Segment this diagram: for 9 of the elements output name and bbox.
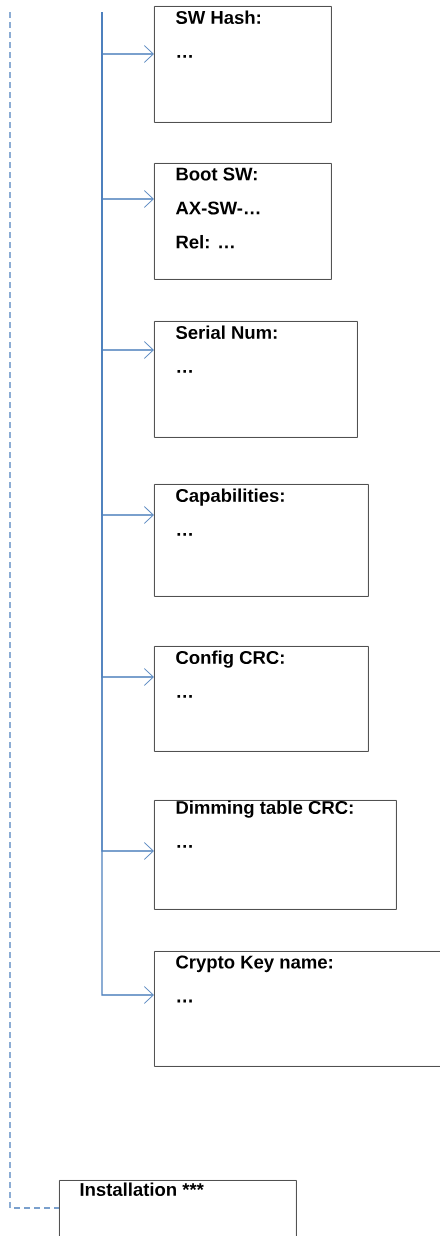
field-box: Boot SW: AX-SW-… Rel: … bbox=[154, 163, 332, 280]
field-box: SW Hash: … bbox=[154, 6, 332, 123]
installation-box: Installation *** bbox=[59, 1180, 297, 1236]
field-box: Crypto Key name: … bbox=[154, 951, 440, 1067]
field-box: Config CRC: … bbox=[154, 646, 369, 752]
field-box: Serial Num: … bbox=[154, 321, 358, 438]
field-box: Capabilities: … bbox=[154, 484, 369, 597]
dashed-line bbox=[9, 11, 60, 1209]
field-box: Dimming table CRC: … bbox=[154, 800, 397, 910]
